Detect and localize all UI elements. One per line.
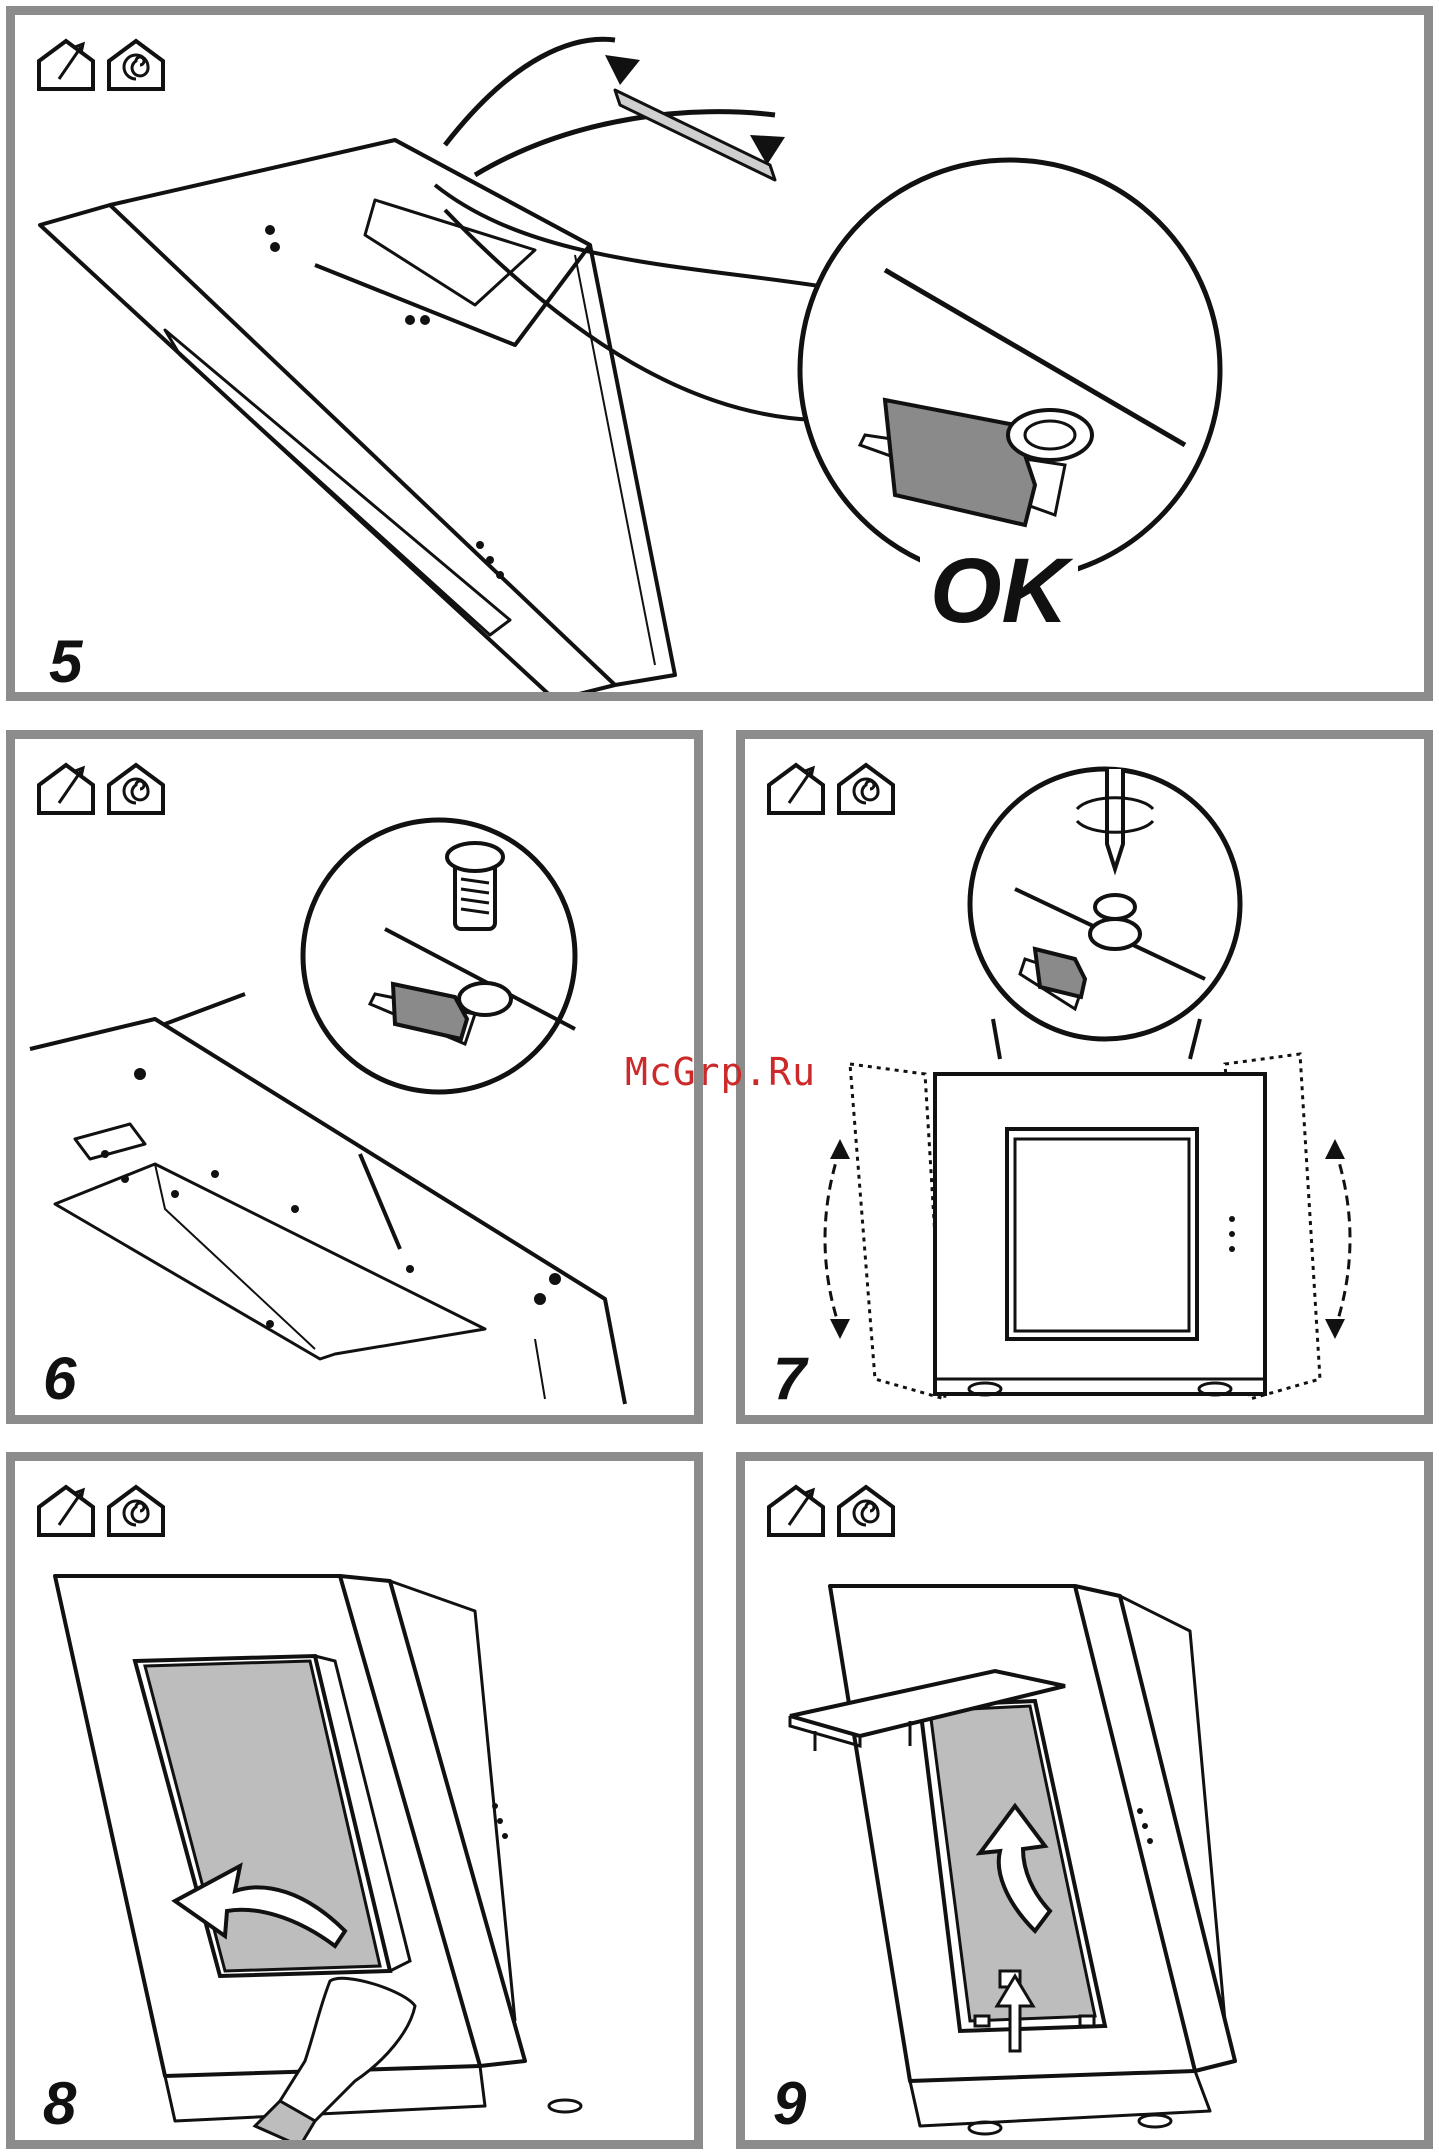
hood-leveling-drawing: 7 — [745, 739, 1424, 1415]
step-number: 5 — [49, 628, 84, 692]
hood-top-view-drawing: 5 — [15, 15, 1424, 692]
ok-label: OK — [920, 545, 1078, 637]
remove-grease-filter-drawing: 8 — [15, 1461, 694, 2140]
step-9-panel: 9 — [736, 1452, 1433, 2149]
step-number: 9 — [773, 2070, 807, 2137]
step-5-panel: 5 OK — [6, 6, 1433, 701]
hood-top-screw-drawing: 6 — [15, 739, 694, 1415]
remove-carbon-filter-drawing: 9 — [745, 1461, 1424, 2140]
step-7-panel: 7 — [736, 730, 1433, 1424]
step-6-panel: 6 — [6, 730, 703, 1424]
step-number: 7 — [773, 1345, 809, 1412]
step-number: 8 — [43, 2070, 77, 2137]
step-8-panel: 8 — [6, 1452, 703, 2149]
step-number: 6 — [43, 1345, 77, 1412]
watermark: McGrp.Ru — [625, 1050, 816, 1094]
